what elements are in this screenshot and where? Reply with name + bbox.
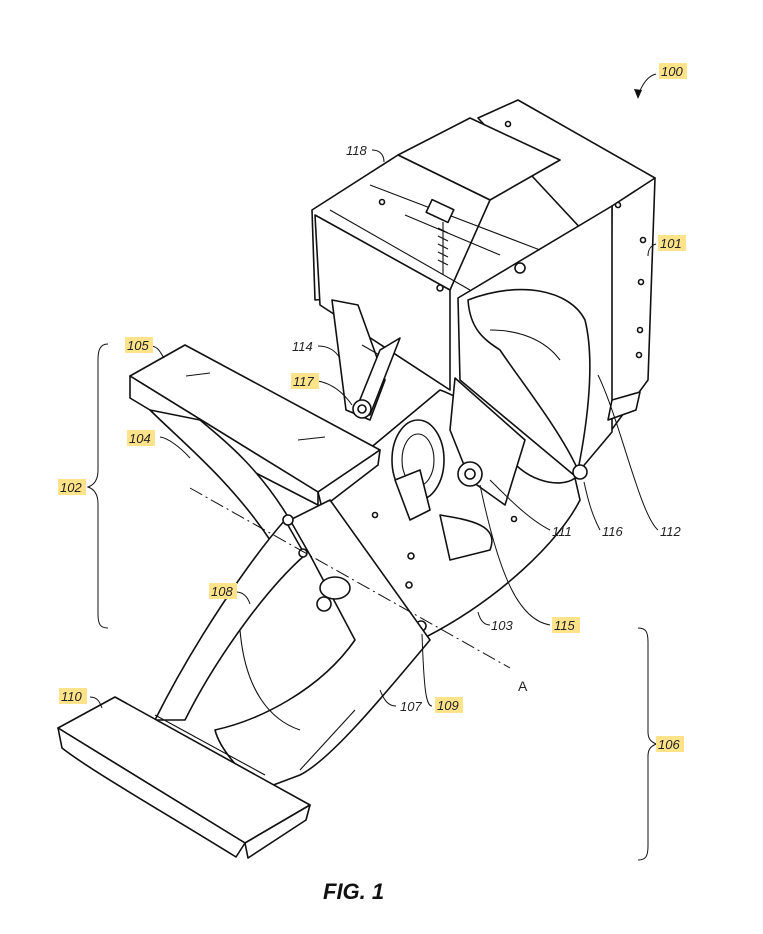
label-114: 114 (292, 339, 313, 354)
tray-105 (129, 344, 381, 541)
label-116: 116 (602, 524, 623, 539)
label-highlight-104 (127, 430, 155, 446)
label-highlight-102 (58, 479, 86, 495)
label-112: 112 (660, 524, 681, 539)
label-highlight-105 (125, 337, 153, 353)
label-100: 100 (661, 64, 683, 79)
label-104: 104 (129, 431, 151, 446)
leader-lines (89, 73, 659, 709)
label-highlight-100 (659, 63, 687, 79)
label-highlight-115 (552, 617, 580, 633)
label-118: 118 (346, 143, 367, 158)
label-110: 110 (61, 689, 82, 704)
label-107: 107 (400, 699, 422, 714)
label-highlight-109 (435, 697, 463, 713)
housing-101 (457, 99, 656, 480)
link-arm-114 (331, 299, 401, 421)
label-105: 105 (127, 338, 149, 353)
bracket-106 (637, 627, 658, 861)
label-highlight-117 (291, 373, 319, 389)
label-highlight-106 (656, 736, 684, 752)
label-103: 103 (491, 618, 513, 633)
bracket-102 (86, 343, 109, 629)
label-106: 106 (658, 737, 680, 752)
label-102: 102 (60, 480, 82, 495)
axis-a-line (189, 487, 511, 669)
label-highlight-101 (658, 235, 686, 251)
figure-caption: FIG. 1 (323, 879, 384, 904)
axis-label-a: A (518, 678, 528, 694)
assembly-drawing (57, 99, 656, 859)
label-highlight-108 (209, 583, 237, 599)
tray-110 (57, 696, 311, 859)
label-highlight-110 (59, 688, 87, 704)
reference-labels: 100 101 102 103 104 105 106 107 108 109 … (58, 63, 687, 752)
upper-frame (311, 117, 561, 391)
label-101: 101 (660, 236, 682, 251)
label-111: 111 (552, 524, 572, 539)
label-108: 108 (211, 584, 233, 599)
label-117: 117 (293, 374, 314, 389)
label-109: 109 (437, 698, 459, 713)
label-115: 115 (554, 618, 575, 633)
